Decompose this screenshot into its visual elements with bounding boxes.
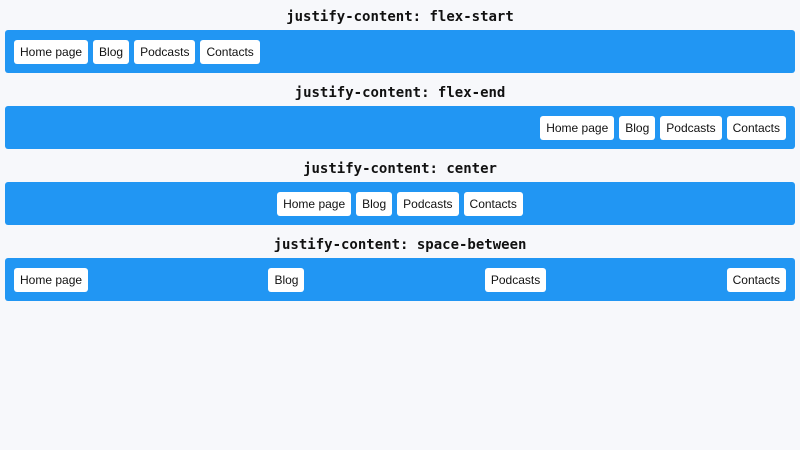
section-center: justify-content: center Home page Blog P… [5, 156, 795, 225]
nav-bar-flex-start: Home page Blog Podcasts Contacts [5, 30, 795, 73]
nav-link-blog[interactable]: Blog [356, 191, 393, 216]
nav-link-home-page[interactable]: Home page [14, 39, 89, 64]
section-title: justify-content: center [303, 161, 497, 177]
nav-link-podcasts[interactable]: Podcasts [484, 267, 547, 292]
section-title: justify-content: flex-end [294, 85, 506, 101]
nav-link-podcasts[interactable]: Podcasts [134, 39, 196, 64]
nav-link-blog[interactable]: Blog [619, 115, 656, 140]
nav-link-home-page[interactable]: Home page [540, 115, 615, 140]
nav-link-contacts[interactable]: Contacts [726, 267, 786, 292]
section-title: justify-content: flex-start [286, 9, 514, 25]
nav-link-blog[interactable]: Blog [268, 267, 305, 292]
section-title: justify-content: space-between [273, 237, 527, 253]
nav-bar-flex-end: Home page Blog Podcasts Contacts [5, 106, 795, 149]
nav-link-contacts[interactable]: Contacts [463, 191, 523, 216]
section-flex-end: justify-content: flex-end Home page Blog… [5, 80, 795, 149]
nav-link-podcasts[interactable]: Podcasts [397, 191, 459, 216]
nav-link-contacts[interactable]: Contacts [726, 115, 786, 140]
nav-bar-center: Home page Blog Podcasts Contacts [5, 182, 795, 225]
nav-link-contacts[interactable]: Contacts [200, 39, 260, 64]
nav-link-blog[interactable]: Blog [93, 39, 130, 64]
nav-bar-space-between: Home page Blog Podcasts Contacts [5, 258, 795, 301]
nav-link-home-page[interactable]: Home page [14, 267, 89, 292]
section-flex-start: justify-content: flex-start Home page Bl… [5, 4, 795, 73]
nav-link-podcasts[interactable]: Podcasts [660, 115, 722, 140]
section-space-between: justify-content: space-between Home page… [5, 232, 795, 301]
nav-link-home-page[interactable]: Home page [277, 191, 352, 216]
